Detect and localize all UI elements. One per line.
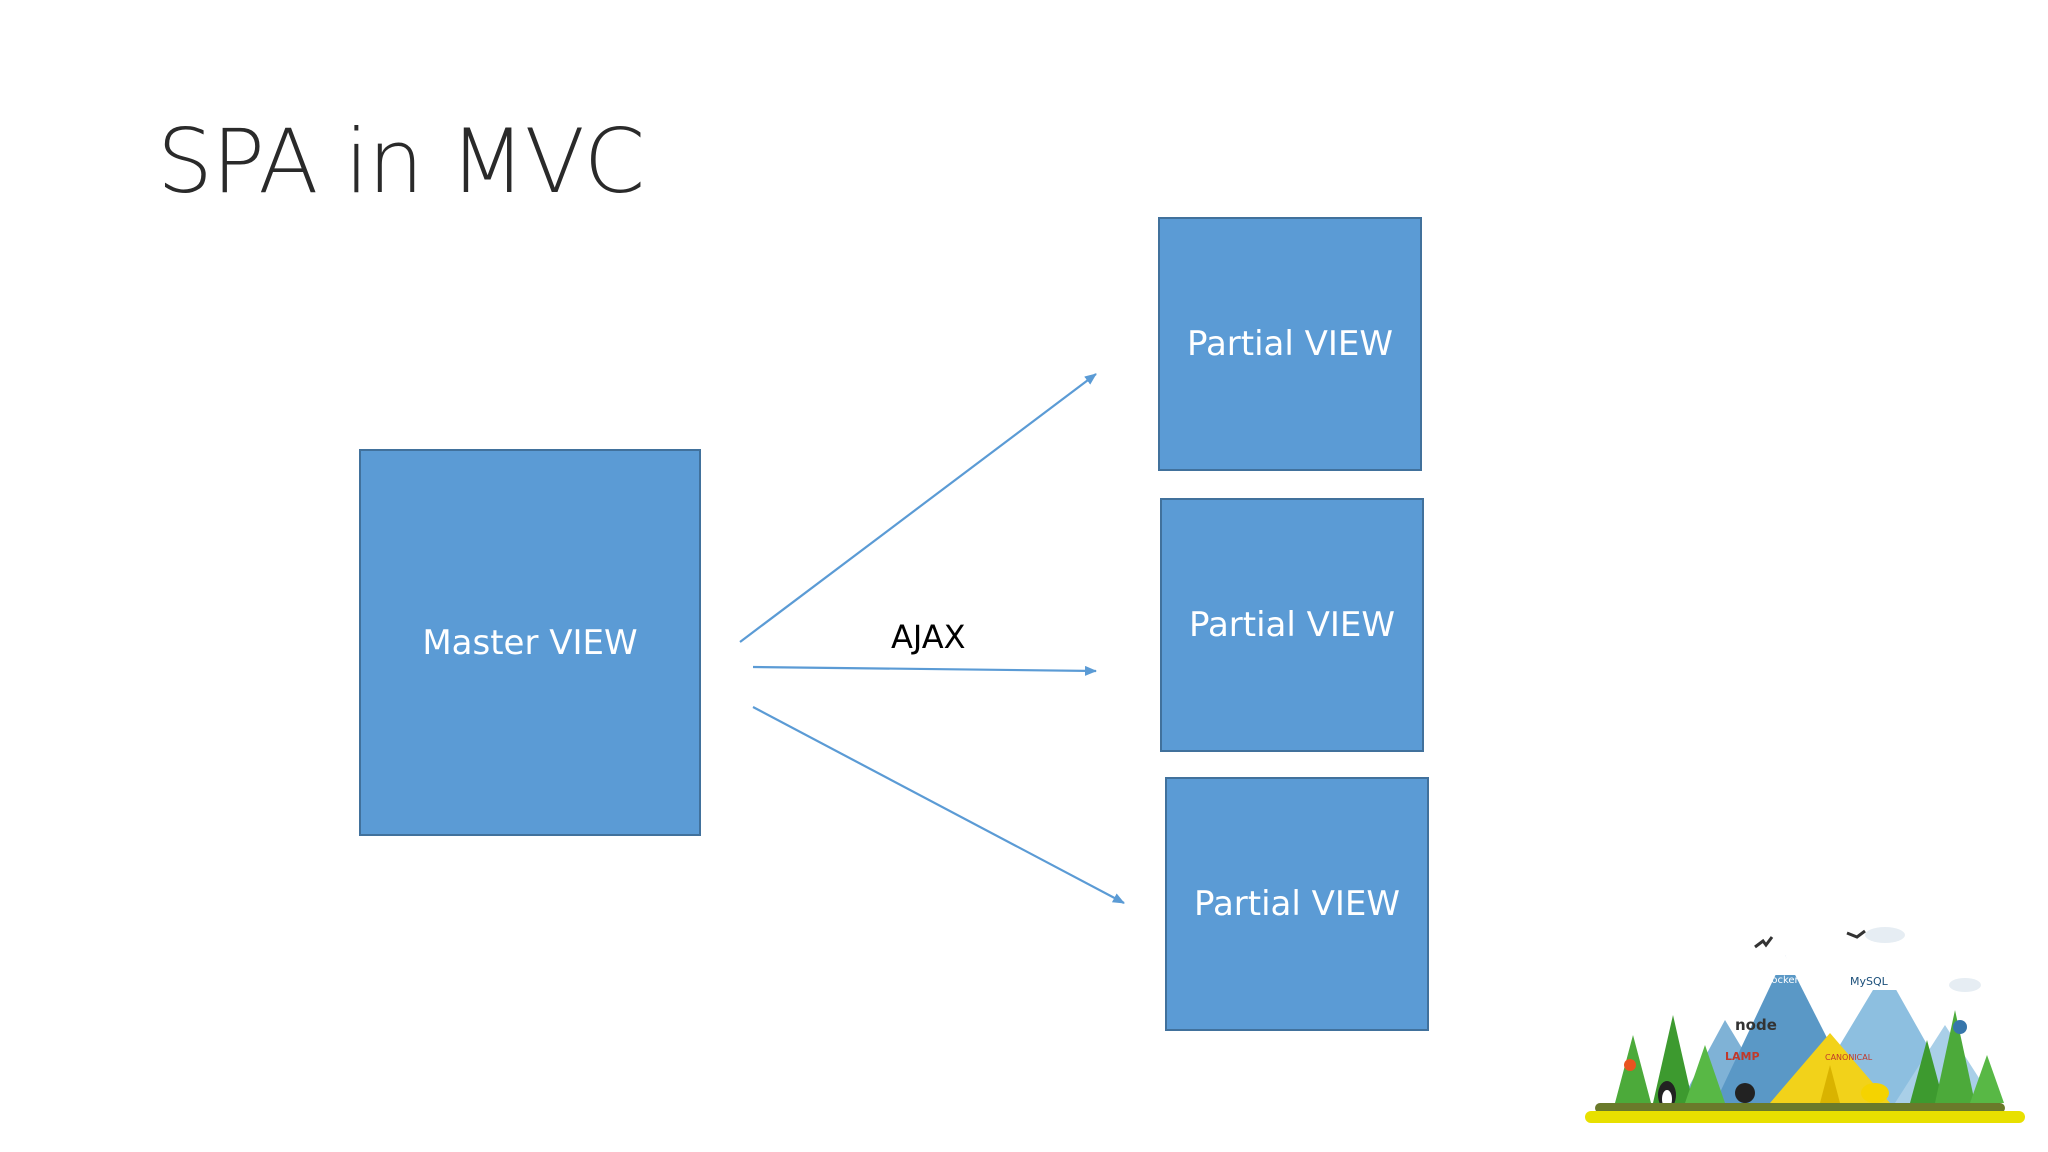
arrow-to-partial-3 (752, 706, 1125, 904)
partial-view-label-2: Partial VIEW (1188, 605, 1396, 645)
bird-icon (1846, 929, 1866, 939)
arrow-to-partial-2 (752, 665, 1097, 676)
docker-badge: docker (1765, 975, 1800, 986)
lamp-badge: LAMP (1725, 1050, 1760, 1063)
partial-view-box-3: Partial VIEW (1165, 777, 1429, 1031)
partial-view-box-2: Partial VIEW (1160, 498, 1424, 752)
ajax-label: AJAX (891, 618, 966, 656)
bird-icon (1754, 936, 1774, 949)
master-view-box: Master VIEW (359, 449, 701, 836)
partial-view-box-1: Partial VIEW (1158, 217, 1422, 471)
python-icon (1953, 1020, 1967, 1034)
tree-icon (1685, 1045, 1725, 1103)
tree-icon (1935, 1010, 1975, 1103)
slide-title: SPA in MVC (157, 110, 645, 213)
partial-view-label-1: Partial VIEW (1186, 324, 1394, 364)
elephant-icon (1861, 1083, 1889, 1103)
octocat-icon (1735, 1083, 1755, 1103)
tree-icon (1970, 1055, 2004, 1103)
open-source-camp-logo: docker MySQL node LAMP CANONICAL (1585, 927, 2025, 1123)
ubuntu-icon (1624, 1059, 1636, 1071)
node-badge: node (1735, 1016, 1777, 1034)
tree-icon (1653, 1015, 1693, 1103)
arrow-to-partial-1 (739, 373, 1097, 643)
partial-view-label-3: Partial VIEW (1193, 884, 1401, 924)
canonical-badge: CANONICAL (1825, 1053, 1873, 1062)
tree-icon (1910, 1040, 1944, 1103)
mysql-badge: MySQL (1850, 975, 1889, 988)
master-view-label: Master VIEW (422, 622, 638, 663)
